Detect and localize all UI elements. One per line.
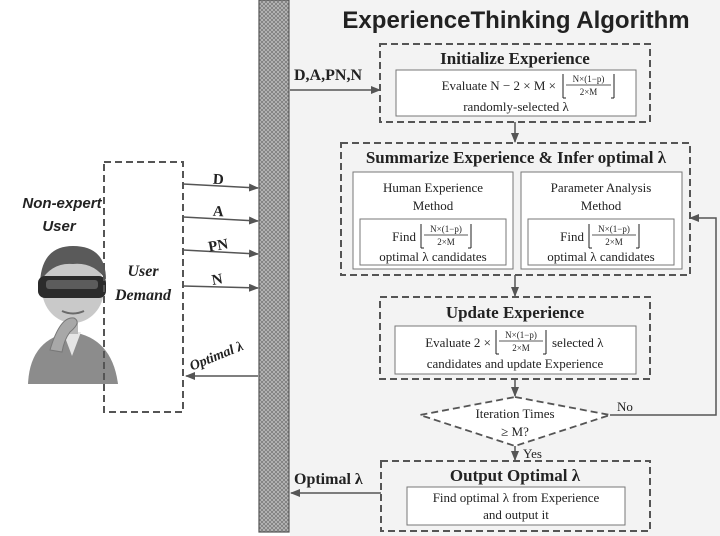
user-demand-box [103, 161, 184, 413]
input-label-d: D [212, 172, 224, 189]
human-candidates-text: optimal λ candidates [379, 249, 486, 264]
input-arrow-a [182, 216, 259, 225]
update-experience-title: Update Experience [446, 303, 585, 322]
update-eval-suffix: selected λ [552, 335, 604, 350]
human-method-line1: Human Experience [383, 180, 483, 195]
update-frac-den: 2×M [512, 343, 530, 353]
param-method-line1: Parameter Analysis [551, 180, 652, 195]
decision-line1: Iteration Times [475, 406, 554, 421]
user-demand-line1: User [127, 263, 159, 280]
input-label-a: A [212, 204, 224, 221]
system-bus-bar [258, 0, 290, 533]
param-frac-num: N×(1−p) [598, 224, 630, 234]
param-method-line2: Method [581, 198, 622, 213]
output-line2: and output it [483, 507, 549, 522]
update-eval-prefix: Evaluate 2 × [425, 335, 491, 350]
initialize-experience-box [379, 43, 651, 123]
human-method-line2: Method [413, 198, 454, 213]
iteration-decision-diamond [419, 396, 611, 447]
initialize-eval-box [395, 69, 637, 117]
input-arrow-d [182, 183, 259, 192]
algorithm-title: ExperienceThinking Algorithm [342, 7, 689, 34]
param-find-box [527, 218, 675, 266]
initialize-floor-bracket [562, 74, 615, 99]
user-label-line2: User [42, 218, 77, 235]
param-frac-den: 2×M [605, 237, 623, 247]
decision-yes-label: Yes [523, 446, 542, 461]
update-line2: candidates and update Experience [427, 356, 604, 371]
user-label-line1: Non-expert [22, 195, 102, 212]
update-eval-box [394, 325, 637, 375]
human-frac-den: 2×M [437, 237, 455, 247]
param-candidates-text: optimal λ candidates [547, 249, 654, 264]
initialize-frac-num: N×(1−p) [573, 74, 605, 84]
output-optimal-title: Output Optimal λ [450, 466, 581, 485]
human-find-box [359, 218, 507, 266]
input-arrow-pn [182, 249, 259, 258]
input-label-n: N [211, 271, 225, 289]
user-demand-line2: Demand [114, 287, 172, 304]
decision-no-label: No [617, 399, 633, 414]
input-bundle-label: D,A,PN,N [294, 67, 362, 84]
human-frac-num: N×(1−p) [430, 224, 462, 234]
update-frac-num: N×(1−p) [505, 330, 537, 340]
decision-line2: ≥ M? [501, 424, 529, 439]
initialize-frac-den: 2×M [580, 87, 598, 97]
param-find-text: Find [560, 229, 584, 244]
user-avatar-icon [28, 246, 118, 384]
output-find-box [406, 486, 626, 526]
summarize-experience-title: Summarize Experience & Infer optimal λ [366, 148, 667, 167]
input-label-pn: PN [207, 236, 230, 255]
input-arrow-n [182, 283, 259, 292]
initialize-line2: randomly-selected λ [463, 99, 569, 114]
initialize-eval-text: Evaluate N − 2 × M × [442, 78, 556, 93]
no-loop-arrow [610, 214, 717, 416]
output-optimal-label: Optimal λ [294, 471, 363, 488]
output-line1: Find optimal λ from Experience [433, 490, 600, 505]
output-optimal-box [380, 460, 651, 532]
initialize-experience-title: Initialize Experience [440, 49, 590, 68]
optimal-lambda-return-label: Optimal λ [188, 339, 246, 374]
human-find-text: Find [392, 229, 416, 244]
